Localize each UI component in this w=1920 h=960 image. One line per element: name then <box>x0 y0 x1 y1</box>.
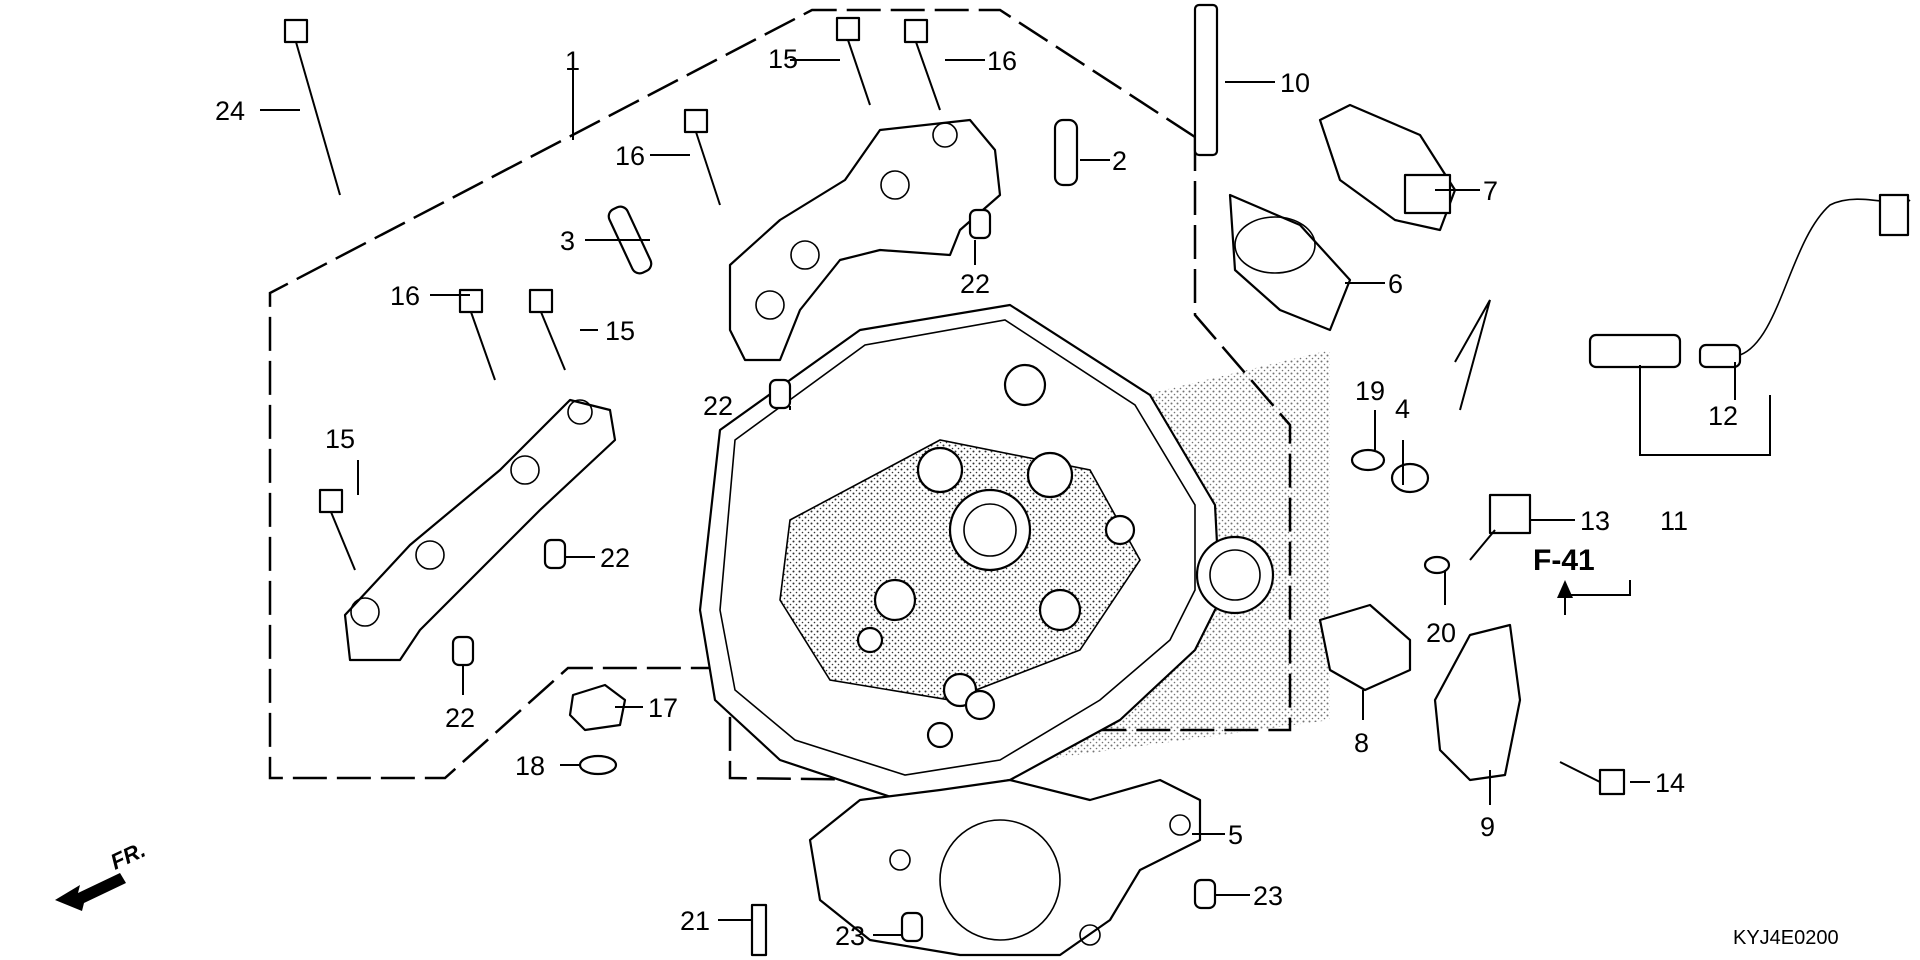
front-arrow: FR. <box>55 837 149 911</box>
callout-22a: 22 <box>960 269 990 299</box>
callout-9: 9 <box>1480 812 1495 842</box>
leader-lines <box>260 59 1771 936</box>
f41-reference: F-41 <box>1533 544 1595 598</box>
callout-16b: 16 <box>615 141 645 171</box>
intake-parts <box>1193 3 1457 332</box>
callout-6: 6 <box>1388 269 1403 299</box>
callout-20: 20 <box>1426 618 1456 648</box>
callout-15c: 15 <box>325 424 355 454</box>
callout-8: 8 <box>1354 728 1369 758</box>
callout-15b: 15 <box>605 316 635 346</box>
cylinder-head <box>698 303 1330 802</box>
cam-holder-rear <box>728 118 1002 362</box>
callout-11: 11 <box>1660 506 1688 536</box>
callout-3: 3 <box>560 226 575 256</box>
callout-19: 19 <box>1355 376 1385 406</box>
callout-24: 24 <box>215 96 245 126</box>
callout-10: 10 <box>1280 68 1310 98</box>
callout-4: 4 <box>1395 394 1410 424</box>
callout-18: 18 <box>515 751 545 781</box>
diagram-code: KYJ4E0200 <box>1733 927 1839 949</box>
callout-14: 14 <box>1655 768 1685 798</box>
callout-21: 21 <box>680 906 710 936</box>
callout-23a: 23 <box>1253 881 1283 911</box>
callout-16a: 16 <box>987 46 1017 76</box>
callout-22d: 22 <box>445 703 475 733</box>
callout-22b: 22 <box>703 391 733 421</box>
callouts: 1 2 3 4 5 6 7 8 9 10 11 12 13 14 15 15 1… <box>215 44 1738 951</box>
callout-13: 13 <box>1580 506 1610 536</box>
callout-15a: 15 <box>768 44 798 74</box>
bolts <box>283 16 1626 796</box>
f41-label: F-41 <box>1533 544 1595 577</box>
callout-16c: 16 <box>390 281 420 311</box>
head-gasket <box>808 778 1202 957</box>
callout-7: 7 <box>1483 176 1498 206</box>
cooling-parts <box>1318 193 1911 782</box>
front-arrow-icon <box>55 873 126 911</box>
front-label: FR. <box>107 837 150 875</box>
callout-5: 5 <box>1228 820 1243 850</box>
callout-17: 17 <box>648 693 678 723</box>
cam-holder-front <box>343 398 617 662</box>
callout-12: 12 <box>1708 401 1738 431</box>
callout-22c: 22 <box>600 543 630 573</box>
callout-2: 2 <box>1112 146 1127 176</box>
callout-23b: 23 <box>835 921 865 951</box>
callout-1: 1 <box>565 46 580 76</box>
